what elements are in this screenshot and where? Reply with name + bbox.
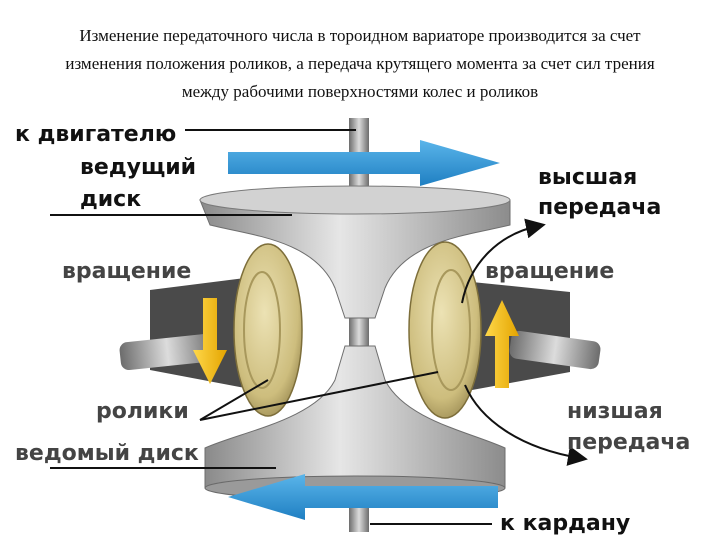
label-top-gear-line-1: высшая	[538, 165, 637, 190]
label-driven-disk: ведомый диск	[15, 441, 199, 466]
label-rollers: ролики	[96, 399, 189, 424]
leader-roller-right	[199, 371, 439, 421]
label-low-gear-line-1: низшая	[567, 399, 663, 424]
driving-disk-rim	[199, 185, 511, 215]
left-roller-carrier	[119, 278, 245, 388]
label-to-cardan: к кардану	[500, 511, 630, 536]
output-flow-arrow	[228, 474, 498, 520]
label-driving-disk-line-2: диск	[80, 187, 141, 212]
label-top-gear-line-2: передача	[538, 195, 661, 220]
label-to-engine: к двигателю	[15, 122, 176, 147]
diagram-caption: Изменение передаточного числа в тороидно…	[0, 22, 720, 106]
low-gear-arrow	[464, 384, 588, 466]
leader-lines	[50, 129, 588, 525]
caption-line-1: Изменение передаточного числа в тороидно…	[79, 26, 641, 45]
roller-right	[408, 241, 482, 419]
rotation-arrow-down	[193, 298, 227, 384]
driving-disk	[199, 199, 511, 319]
leader-roller-left	[199, 379, 269, 421]
label-rotation-left: вращение	[62, 259, 191, 284]
caption-line-3: между рабочими поверхностями колес и рол…	[181, 82, 539, 101]
input-flow-arrow	[228, 140, 500, 186]
roller-left	[233, 243, 303, 417]
caption-line-2: изменения положения роликов, а передача …	[65, 54, 655, 73]
top-gear-arrow	[461, 218, 546, 304]
label-low-gear-line-2: передача	[567, 430, 690, 455]
rotation-arrow-up	[485, 300, 519, 388]
label-driving-disk-line-1: ведущий	[80, 155, 196, 180]
label-rotation-right: вращение	[485, 259, 614, 284]
